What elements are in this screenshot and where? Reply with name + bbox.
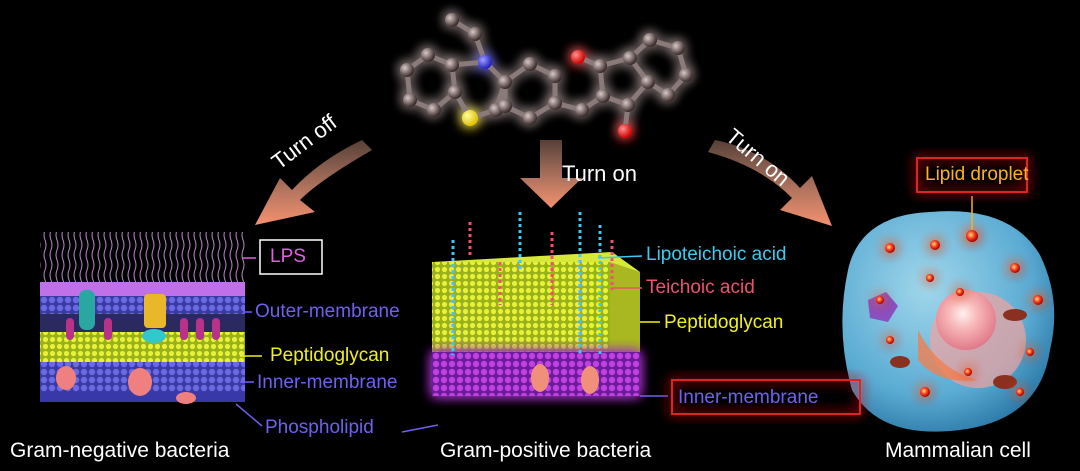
label-lipoteichoic-acid: Lipoteichoic acid (646, 244, 787, 265)
label-teichoic-acid: Teichoic acid (646, 277, 755, 298)
caption-gram-negative: Gram-negative bacteria (10, 439, 230, 462)
arrow-turn-on-right (708, 140, 832, 226)
label-peptidoglycan-gn: Peptidoglycan (270, 345, 390, 366)
gram-positive-envelope (432, 212, 640, 396)
arrow-turn-off (255, 140, 372, 225)
inner-membrane-highlight-box (671, 379, 861, 415)
gram-negative-envelope (40, 232, 245, 404)
caption-mammalian-cell: Mammalian cell (885, 439, 1031, 462)
lipid-droplet-highlight-box (916, 157, 1028, 193)
arrow-turn-on-center (520, 140, 582, 208)
label-inner-membrane-gp: Inner-membrane (678, 387, 819, 408)
fluorescent-probe-molecule (400, 13, 693, 138)
pointer-lines (235, 196, 973, 433)
label-outer-membrane: Outer-membrane (255, 301, 400, 322)
caption-gram-positive: Gram-positive bacteria (440, 439, 652, 462)
lipid-droplets (876, 230, 1043, 397)
mammalian-cell (842, 211, 1055, 432)
label-phospholipid: Phospholipid (265, 417, 374, 438)
label-inner-membrane-gn: Inner-membrane (257, 372, 398, 393)
label-peptidoglycan-gp: Peptidoglycan (664, 312, 784, 333)
lps-box (259, 239, 323, 275)
label-lps: LPS (270, 246, 306, 267)
arrow-label-turn-on-center: Turn on (562, 161, 638, 186)
label-lipid-droplet: Lipid droplet (925, 164, 1029, 185)
